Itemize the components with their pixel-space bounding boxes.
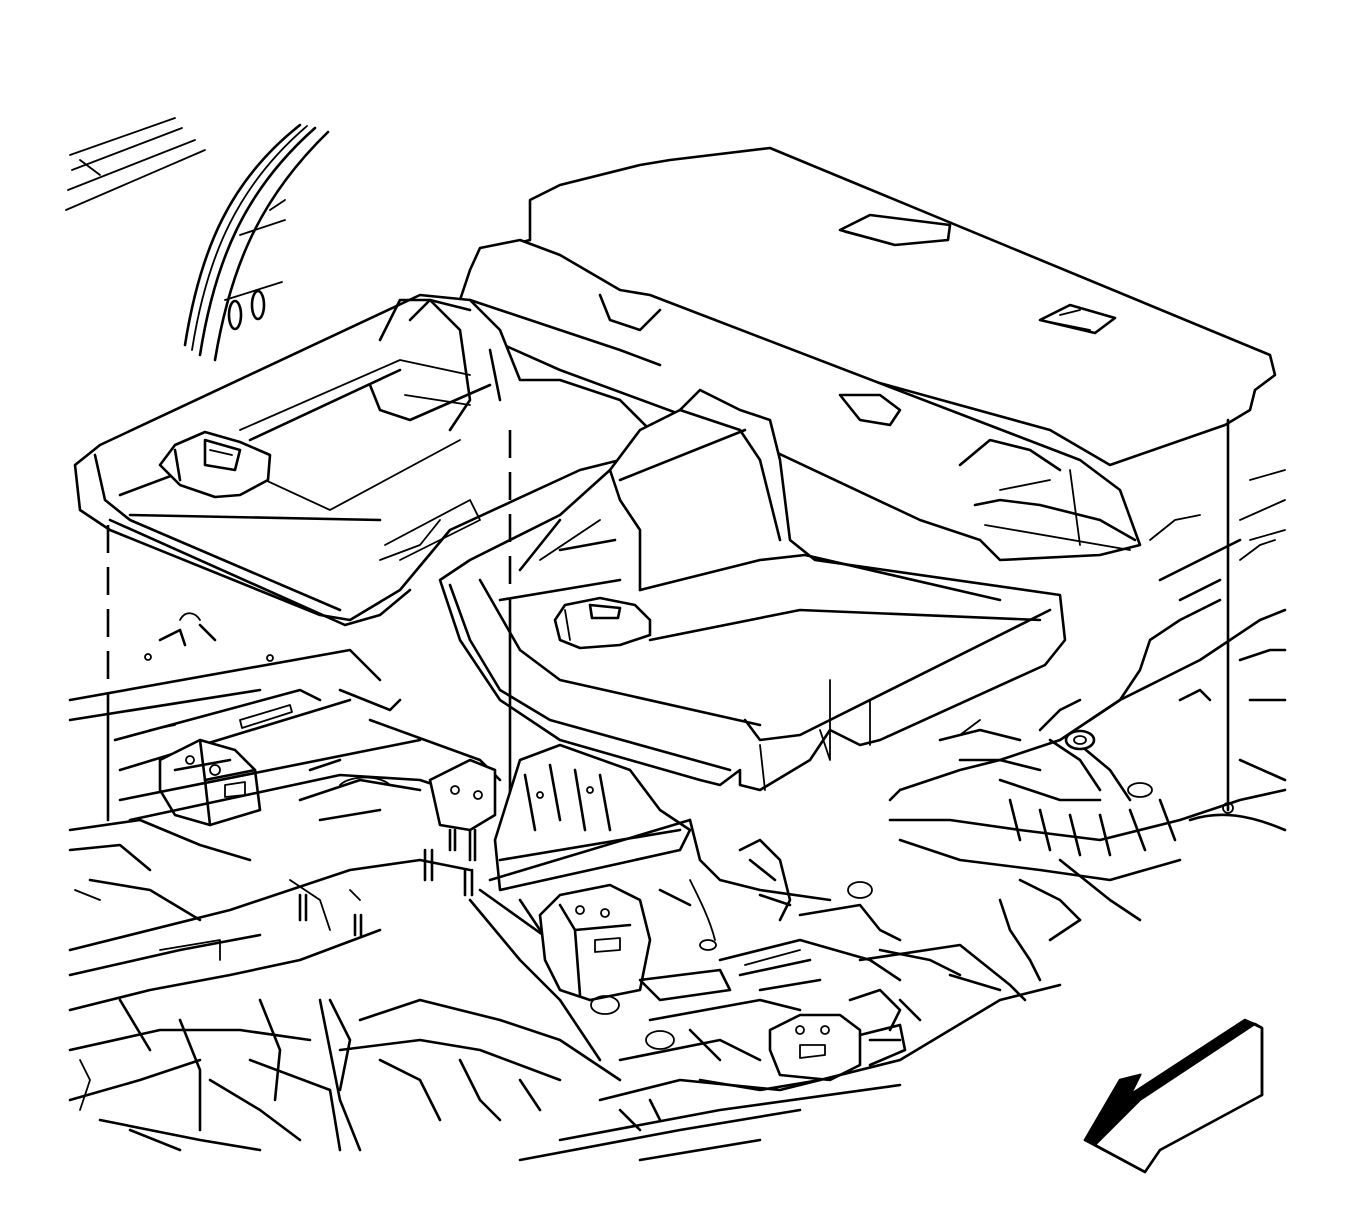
left-mat-retainer (158, 430, 272, 499)
front-direction-arrow-icon (1083, 1018, 1264, 1174)
seat-cushion-pad (458, 238, 1142, 562)
right-rear-wheelhouse (888, 469, 1287, 982)
right-mat-retainer (553, 596, 652, 650)
floor-pan (68, 612, 1062, 1162)
quarter-panel-arc (183, 123, 330, 362)
roof-edge-lines (65, 117, 206, 211)
alignment-lines (106, 418, 1234, 832)
right-floor-mat (438, 388, 1067, 792)
